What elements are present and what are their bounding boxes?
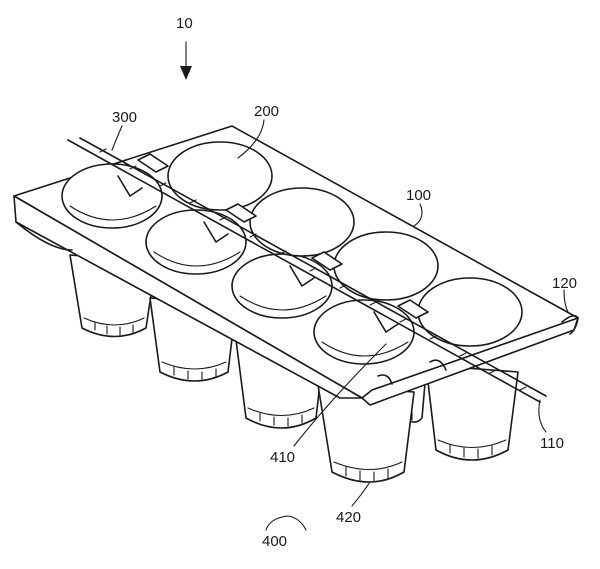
leader-300: [111, 125, 123, 151]
opening: [333, 231, 439, 301]
cup: [425, 364, 519, 461]
leader-lines: [111, 41, 569, 531]
leader-110: [538, 399, 547, 433]
leader-410: [293, 343, 387, 447]
opening: [61, 163, 163, 229]
leader-100: [413, 203, 423, 227]
blades-410: [117, 175, 399, 333]
arrow-head-icon: [180, 66, 192, 80]
cutter-strip-200: [67, 137, 547, 403]
cup-420: [317, 384, 415, 483]
opening: [145, 209, 247, 275]
cup-openings: [61, 141, 523, 365]
leader-200: [237, 119, 265, 159]
label-200: 200: [254, 103, 279, 120]
label-300: 300: [112, 109, 137, 126]
label-120: 120: [552, 275, 577, 292]
opening: [249, 187, 355, 257]
leader-400: [265, 515, 307, 531]
opening: [313, 299, 415, 365]
label-410: 410: [270, 449, 295, 466]
label-420: 420: [336, 509, 361, 526]
label-100: 100: [406, 187, 431, 204]
opening: [417, 277, 523, 347]
reference-numerals: 10 300 200 100 120 110 410 420 400: [112, 15, 577, 550]
leader-120: [563, 289, 569, 313]
opening: [231, 253, 333, 319]
label-110: 110: [540, 435, 564, 452]
leader-420: [351, 481, 371, 507]
label-400: 400: [262, 533, 287, 550]
label-10: 10: [176, 15, 193, 32]
opening: [167, 141, 273, 211]
